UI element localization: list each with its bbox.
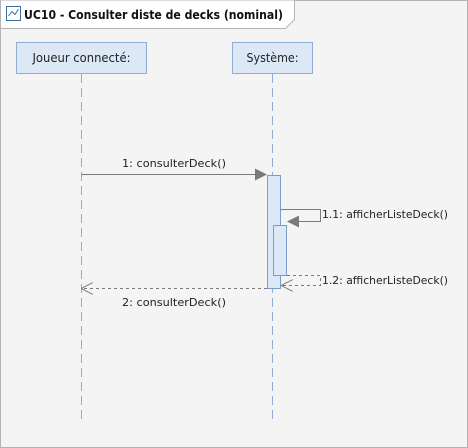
lifeline-joueur: Joueur connecté: (16, 42, 147, 420)
message-1-2[interactable]: 1.2: afficherListeDeck() (282, 274, 448, 287)
message-1-2-label: 1.2: afficherListeDeck() (322, 274, 448, 287)
lifeline-label-systeme: Système: (247, 51, 299, 65)
activation-bar-systeme-nested (273, 225, 287, 276)
frame-label-box (0, 0, 295, 29)
message-2-label: 2: consulterDeck() (122, 296, 226, 309)
message-1-label: 1: consulterDeck() (122, 157, 226, 170)
lifeline-head-joueur[interactable] (16, 42, 147, 74)
message-1-1[interactable]: 1.1: afficherListeDeck() (281, 208, 448, 228)
message-1-1-arrow (281, 209, 321, 228)
message-1[interactable]: 1: consulterDeck() (81, 157, 267, 181)
frame-title: UC10 - Consulter diste de decks (nominal… (24, 8, 283, 22)
message-2[interactable]: 2: consulterDeck() (82, 289, 267, 310)
lifeline-label-joueur: Joueur connecté: (32, 51, 131, 65)
message-1-1-label: 1.1: afficherListeDeck() (322, 208, 448, 221)
lifeline-head-systeme[interactable] (232, 42, 313, 74)
message-1-2-arrow (282, 275, 321, 286)
sequence-diagram-icon (6, 6, 21, 21)
